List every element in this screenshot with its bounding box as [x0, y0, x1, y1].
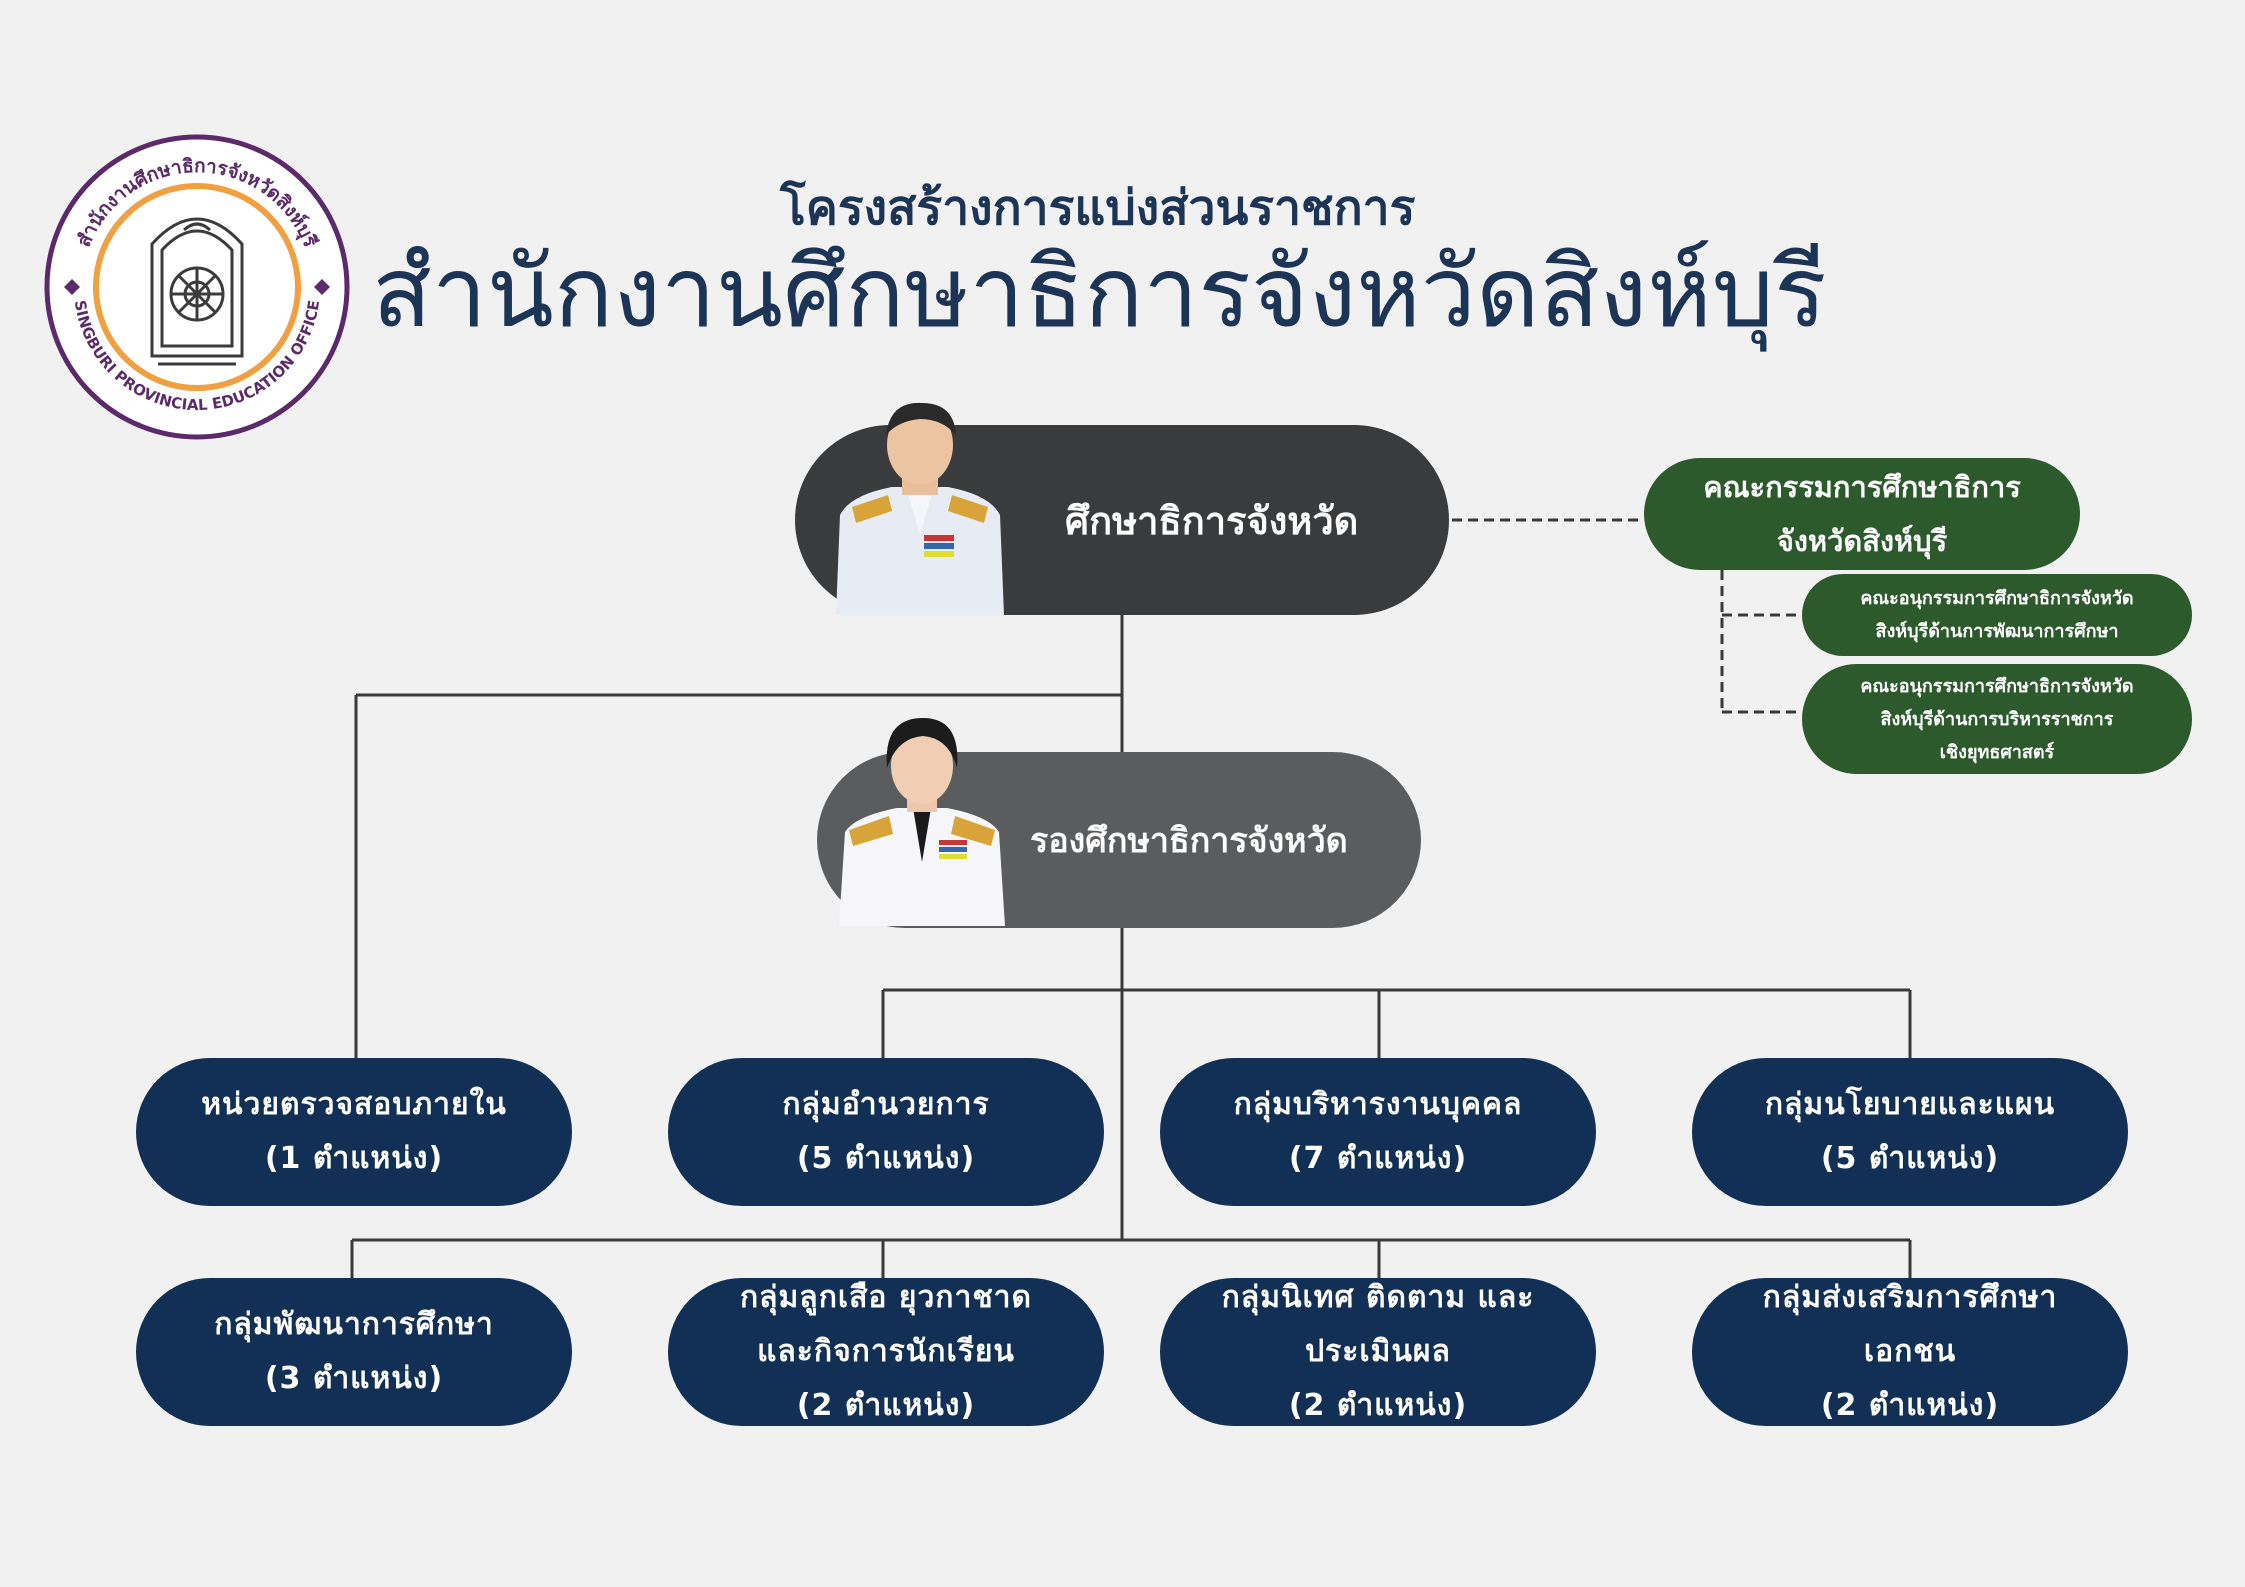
- unit-personnel[interactable]: กลุ่มบริหารงานบุคคล (7 ตำแหน่ง): [1160, 1058, 1596, 1206]
- unit-administration[interactable]: กลุ่มอำนวยการ (5 ตำแหน่ง): [668, 1058, 1104, 1206]
- subcommittee-strategic[interactable]: คณะอนุกรรมการศึกษาธิการจังหวัด สิงห์บุรี…: [1802, 664, 2192, 774]
- subcommittee2-line-2: สิงห์บุรีด้านการบริหารราชการ: [1880, 708, 2114, 730]
- subcommittee1-line-1: คณะอนุกรรมการศึกษาธิการจังหวัด: [1860, 588, 2134, 609]
- office-logo: สำนักงานศึกษาธิการจังหวัดสิงห์บุรี SINGB…: [44, 134, 350, 440]
- unit-name: กลุ่มนโยบายและแผน: [1764, 1087, 2056, 1122]
- unit-positions: (3 ตำแหน่ง): [264, 1361, 444, 1396]
- unit-name: กลุ่มพัฒนาการศึกษา: [214, 1307, 494, 1342]
- unit-supervision-evaluation[interactable]: กลุ่มนิเทศ ติดตาม และ ประเมินผล (2 ตำแหน…: [1160, 1278, 1596, 1426]
- subcommittee-development[interactable]: คณะอนุกรรมการศึกษาธิการจังหวัด สิงห์บุรี…: [1802, 574, 2192, 656]
- unit-name-line-1: กลุ่มลูกเสือ ยุวกาชาด: [739, 1280, 1033, 1315]
- unit-private-education[interactable]: กลุ่มส่งเสริมการศึกษา เอกชน (2 ตำแหน่ง): [1692, 1278, 2128, 1426]
- unit-education-development[interactable]: กลุ่มพัฒนาการศึกษา (3 ตำแหน่ง): [136, 1278, 572, 1426]
- committee-main-line-2: จังหวัดสิงห์บุรี: [1776, 524, 1948, 558]
- unit-positions: (5 ตำแหน่ง): [1820, 1141, 2000, 1176]
- unit-name: หน่วยตรวจสอบภายใน: [201, 1087, 507, 1122]
- unit-name-line-1: กลุ่มนิเทศ ติดตาม และ: [1221, 1280, 1535, 1315]
- unit-positions: (2 ตำแหน่ง): [1288, 1388, 1468, 1423]
- unit-positions: (1 ตำแหน่ง): [264, 1141, 444, 1176]
- unit-name: กลุ่มอำนวยการ: [782, 1087, 990, 1122]
- unit-name-line-2: เอกชน: [1863, 1334, 1957, 1369]
- unit-positions: (2 ตำแหน่ง): [796, 1388, 976, 1423]
- director-photo: [836, 402, 1004, 615]
- unit-name-line-2: ประเมินผล: [1305, 1334, 1451, 1369]
- committee-main-line-1: คณะกรรมการศึกษาธิการ: [1703, 470, 2021, 504]
- subcommittee2-line-3: เชิงยุทธศาสตร์: [1939, 741, 2055, 763]
- subcommittee2-line-1: คณะอนุกรรมการศึกษาธิการจังหวัด: [1860, 675, 2134, 697]
- unit-positions: (2 ตำแหน่ง): [1820, 1388, 2000, 1423]
- deputy-photo: [839, 718, 1005, 926]
- subcommittee1-line-2: สิงห์บุรีด้านการพัฒนาการศึกษา: [1875, 621, 2119, 642]
- director-title: ศึกษาธิการจังหวัด: [1065, 498, 1359, 543]
- deputy-title: รองศึกษาธิการจังหวัด: [1030, 821, 1348, 861]
- committee-main[interactable]: คณะกรรมการศึกษาธิการ จังหวัดสิงห์บุรี: [1644, 458, 2080, 570]
- unit-internal-audit[interactable]: หน่วยตรวจสอบภายใน (1 ตำแหน่ง): [136, 1058, 572, 1206]
- page-subtitle: โครงสร้างการแบ่งส่วนราชการ: [780, 180, 1416, 236]
- unit-positions: (5 ตำแหน่ง): [796, 1141, 976, 1176]
- unit-name: กลุ่มบริหารงานบุคคล: [1233, 1087, 1523, 1122]
- unit-policy-plan[interactable]: กลุ่มนโยบายและแผน (5 ตำแหน่ง): [1692, 1058, 2128, 1206]
- unit-scouts-student-affairs[interactable]: กลุ่มลูกเสือ ยุวกาชาด และกิจการนักเรียน …: [668, 1278, 1104, 1426]
- page-title: สำนักงานศึกษาธิการจังหวัดสิงห์บุรี: [372, 236, 1827, 350]
- unit-name-line-1: กลุ่มส่งเสริมการศึกษา: [1762, 1280, 2058, 1315]
- unit-name-line-2: และกิจการนักเรียน: [757, 1334, 1015, 1369]
- diamond-icon: [64, 279, 330, 295]
- emblem-icon: [150, 217, 244, 366]
- unit-positions: (7 ตำแหน่ง): [1288, 1141, 1468, 1176]
